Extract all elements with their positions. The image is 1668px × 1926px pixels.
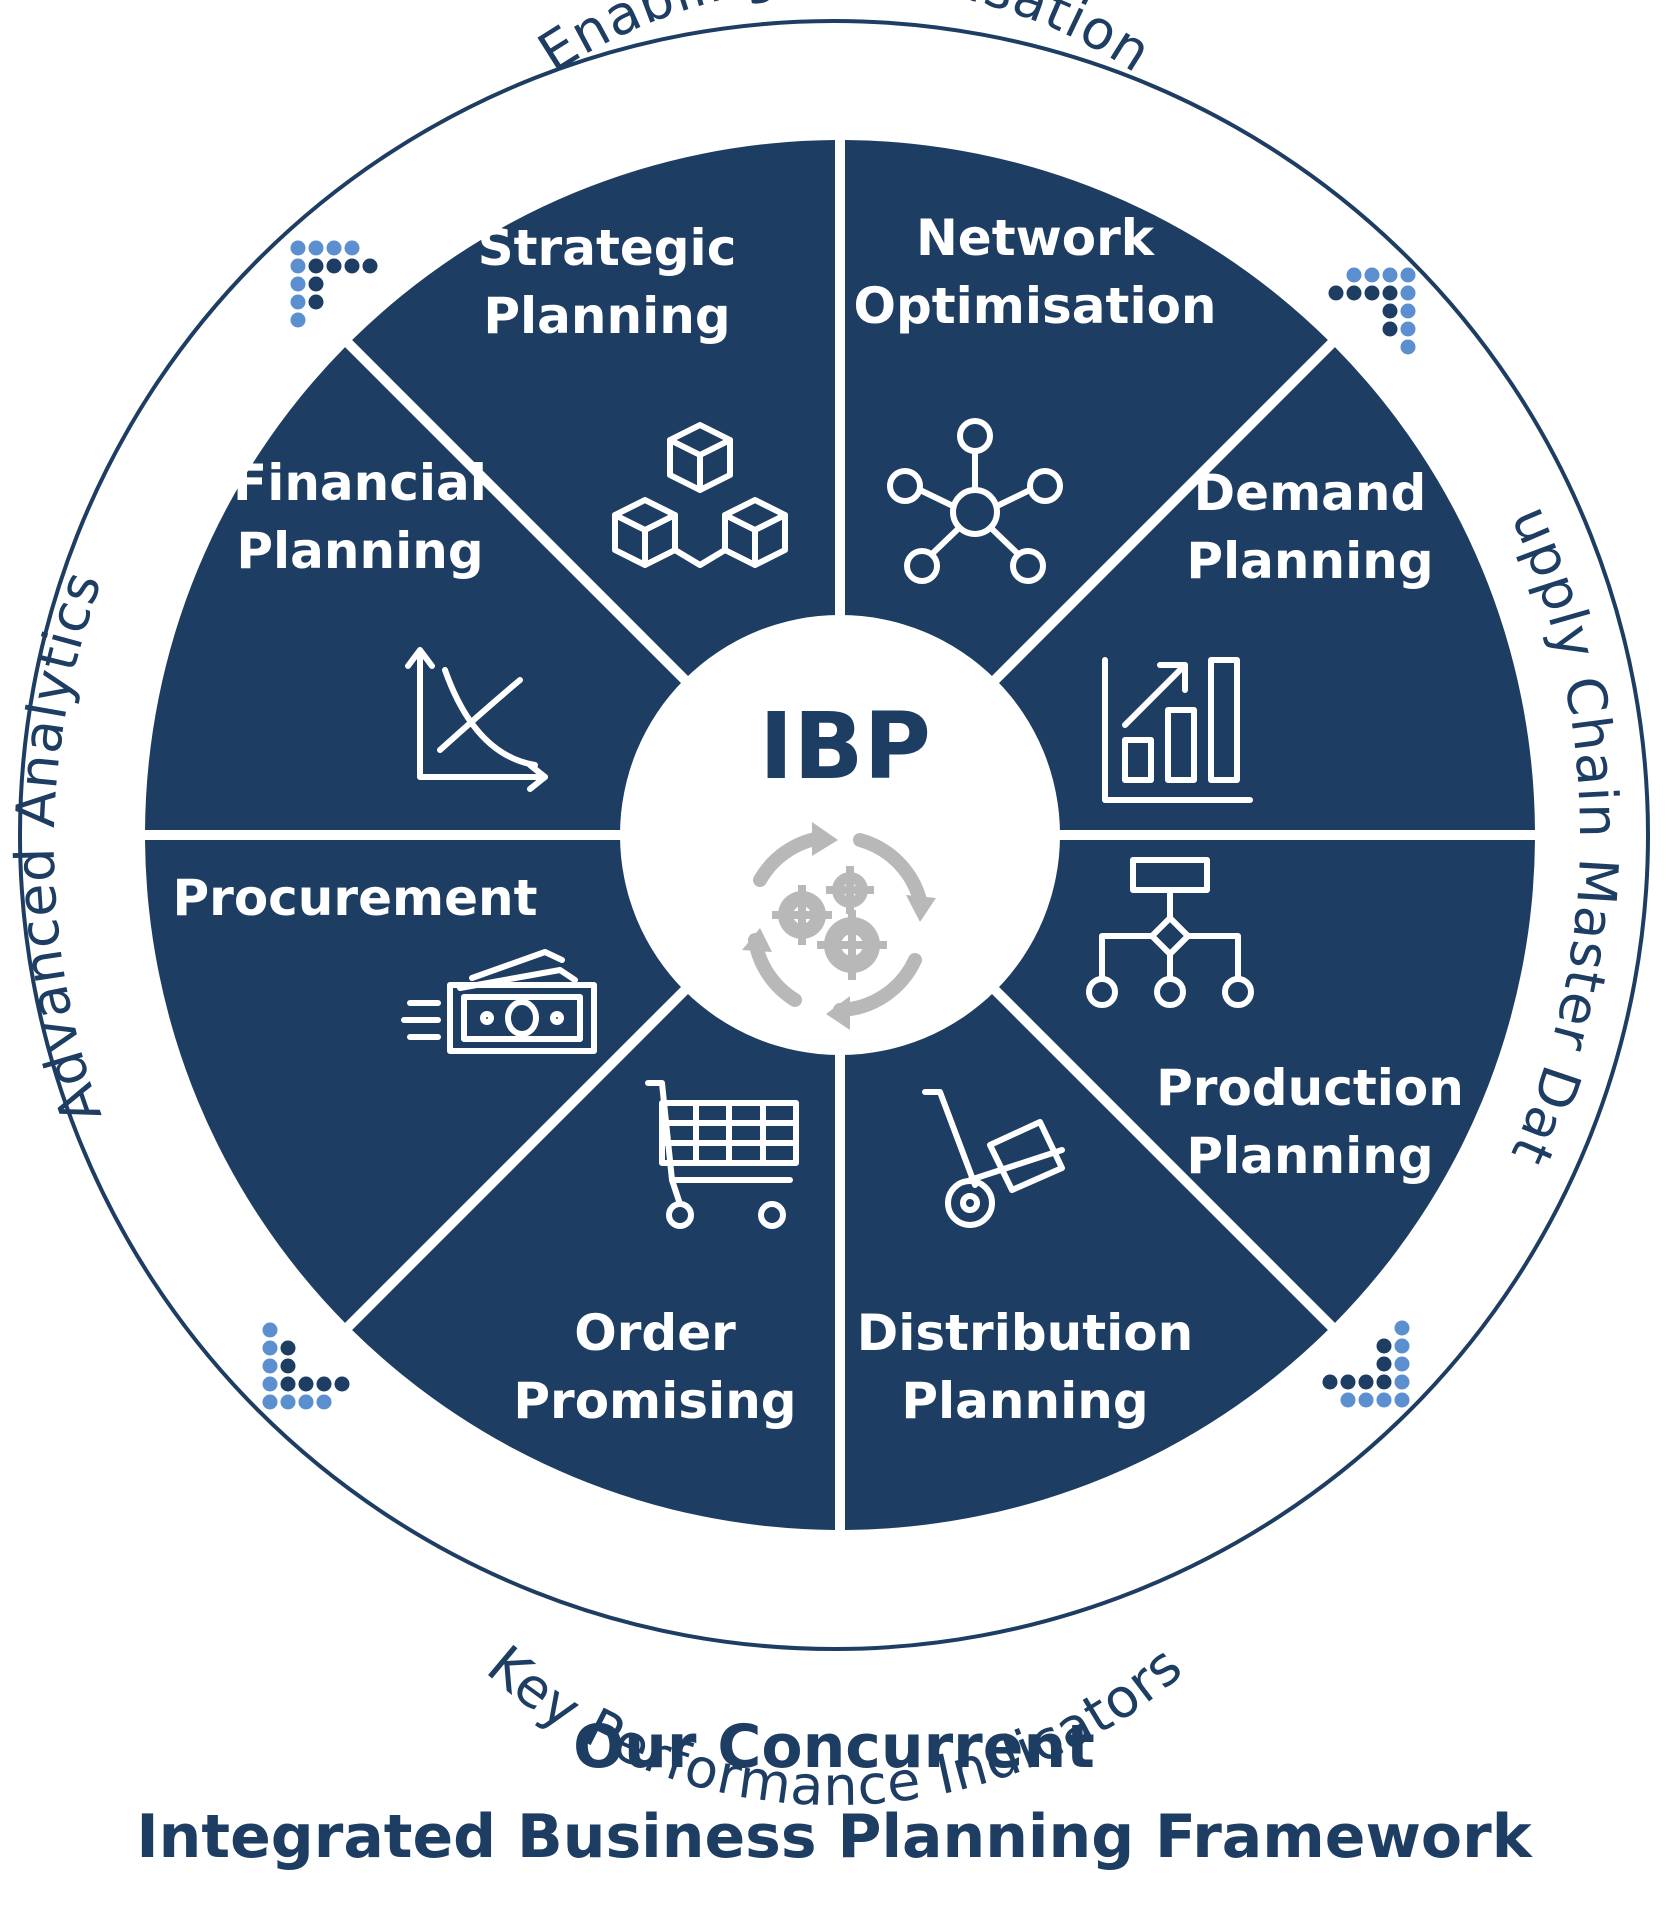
stacked-cubes-icon bbox=[612, 422, 788, 568]
label-strategic-planning-line: Planning bbox=[483, 287, 730, 345]
center-label: IBP bbox=[759, 693, 931, 800]
label-distribution-planning-line: Planning bbox=[901, 1372, 1148, 1430]
flowchart-icon bbox=[1086, 857, 1254, 1008]
corner-dot-arrows bbox=[262, 240, 1416, 1410]
label-distribution-planning-line: Distribution bbox=[857, 1304, 1193, 1362]
label-financial-planning-line: Planning bbox=[236, 522, 483, 580]
label-procurement-line: Procurement bbox=[173, 869, 538, 927]
label-financial-planning-line: Financial bbox=[233, 454, 487, 512]
center-hub bbox=[620, 615, 1060, 1055]
label-strategic-planning-line: Strategic bbox=[478, 219, 737, 277]
label-network-optimisation-line: Network bbox=[916, 209, 1156, 267]
label-order-promising-line: Promising bbox=[513, 1372, 796, 1430]
icons-layer bbox=[401, 418, 1254, 1229]
cash-money-icon bbox=[401, 949, 597, 1054]
bar-chart-growth-icon bbox=[1102, 657, 1253, 803]
network-hub-icon bbox=[887, 418, 1063, 584]
dot-arrow-icon bbox=[290, 240, 378, 328]
label-production-planning-line: Production bbox=[1156, 1059, 1464, 1117]
label-network-optimisation-line: Optimisation bbox=[853, 277, 1216, 335]
segment-strategic-planning bbox=[352, 140, 836, 680]
gears-cycle-icon bbox=[742, 822, 936, 1030]
segment-procurement bbox=[145, 839, 685, 1323]
dot-arrow-icon bbox=[1322, 1320, 1410, 1408]
dot-arrow-icon bbox=[1328, 267, 1416, 355]
shopping-cart-icon bbox=[645, 1080, 799, 1229]
caption-line-2: Integrated Business Planning Framework bbox=[136, 1802, 1532, 1872]
caption-line-1: Our Concurrent bbox=[573, 1712, 1095, 1782]
label-order-promising-line: Order bbox=[574, 1304, 736, 1362]
label-production-planning-line: Planning bbox=[1186, 1127, 1433, 1185]
segment-distribution-planning bbox=[844, 990, 1328, 1530]
label-demand-planning-line: Planning bbox=[1186, 532, 1433, 590]
segment-network-optimisation bbox=[844, 140, 1328, 680]
segment-financial-planning bbox=[145, 347, 685, 831]
curve-chart-icon bbox=[405, 647, 548, 792]
dot-arrow-icon bbox=[262, 1322, 350, 1410]
hand-truck-icon bbox=[922, 1089, 1065, 1228]
label-procurement: Procurement bbox=[173, 869, 538, 927]
label-demand-planning-line: Demand bbox=[1194, 464, 1427, 522]
segment-demand-planning bbox=[995, 347, 1535, 831]
segment-production-planning bbox=[995, 839, 1535, 1323]
segments-layer bbox=[145, 140, 1535, 1530]
